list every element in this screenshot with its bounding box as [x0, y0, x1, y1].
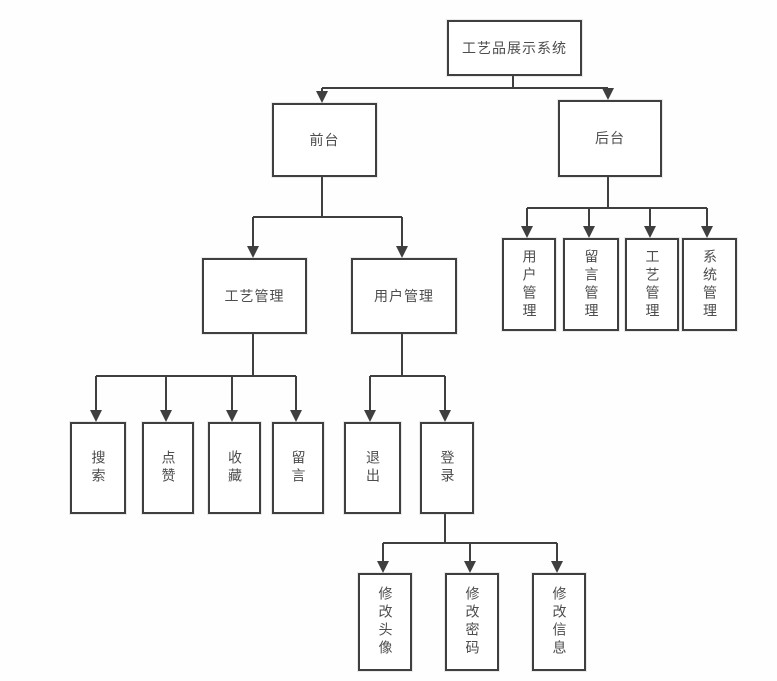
- node-back-craft-mgmt: 工艺管理: [625, 238, 679, 331]
- arrow-down-icon: [316, 91, 328, 103]
- node-back-system-mgmt: 系统管理: [682, 238, 737, 331]
- arrow-down-icon: [377, 561, 389, 573]
- node-search: 搜索: [70, 422, 126, 514]
- node-message: 留言: [272, 422, 324, 514]
- arrow-down-icon: [439, 410, 451, 422]
- node-edit-info: 修改信息: [532, 573, 586, 671]
- node-login: 登录: [420, 422, 474, 514]
- arrow-down-icon: [701, 226, 713, 238]
- node-root: 工艺品展示系统: [447, 20, 582, 76]
- node-back: 后台: [558, 100, 662, 177]
- arrow-down-icon: [226, 410, 238, 422]
- edge-user-split: [364, 330, 451, 422]
- node-back-user-mgmt: 用户管理: [502, 238, 556, 331]
- arrow-down-icon: [602, 88, 614, 100]
- arrow-down-icon: [290, 410, 302, 422]
- arrow-down-icon: [583, 226, 595, 238]
- arrow-down-icon: [551, 561, 563, 573]
- arrow-down-icon: [160, 410, 172, 422]
- edge-back-split: [521, 173, 713, 238]
- node-like: 点赞: [142, 422, 194, 514]
- node-edit-avatar: 修改头像: [358, 573, 412, 671]
- edge-front-split: [247, 173, 408, 258]
- arrow-down-icon: [464, 561, 476, 573]
- node-favorite: 收藏: [208, 422, 261, 514]
- arrow-down-icon: [90, 410, 102, 422]
- arrow-down-icon: [396, 246, 408, 258]
- node-craft-mgmt: 工艺管理: [202, 258, 307, 334]
- arrow-down-icon: [521, 226, 533, 238]
- edge-craft-split: [90, 330, 302, 422]
- arrow-down-icon: [644, 226, 656, 238]
- node-logout: 退出: [344, 422, 401, 514]
- node-edit-password: 修改密码: [445, 573, 499, 671]
- arrow-down-icon: [247, 246, 259, 258]
- node-user-mgmt: 用户管理: [351, 258, 457, 334]
- node-back-message-mgmt: 留言管理: [563, 238, 619, 331]
- node-front: 前台: [272, 103, 377, 177]
- arrow-down-icon: [364, 410, 376, 422]
- edge-login-split: [377, 510, 563, 573]
- edge-root-split: [316, 72, 614, 103]
